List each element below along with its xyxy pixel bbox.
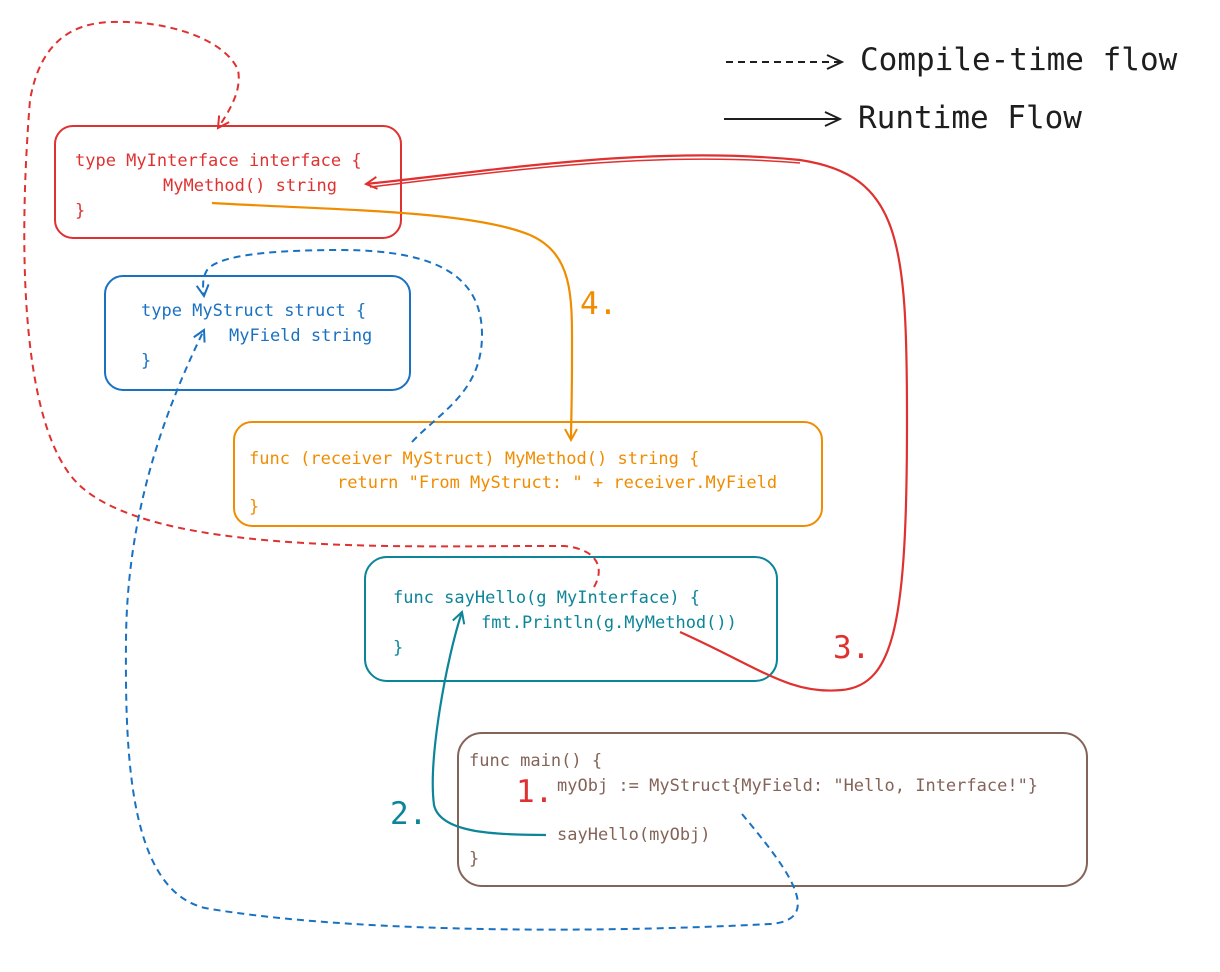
main-line-2: myObj := MyStruct{MyField: "Hello, Inter… (557, 776, 1039, 796)
step-3-label: 3. (833, 630, 871, 666)
step-4-label: 4. (580, 286, 618, 322)
runtime-interface-dispatch-arrow (366, 154, 909, 692)
struct-line-3: } (141, 351, 152, 371)
main-line-1: func main() { (469, 751, 603, 771)
main-line-4: } (469, 849, 480, 869)
method-line-1: func (receiver MyStruct) MyMethod() stri… (249, 449, 700, 469)
method-line-3: } (249, 497, 260, 517)
method-line-2: return "From MyStruct: " + receiver.MyFi… (337, 473, 778, 493)
struct-line-2: MyField string (229, 326, 373, 346)
compile-time-receiver-arrow (203, 248, 484, 443)
main-box (457, 732, 1088, 887)
runtime-concrete-method-arrow (211, 201, 572, 440)
legend-runtime-label: Runtime Flow (858, 100, 1082, 136)
say-hello-line-2: fmt.Println(g.MyMethod()) (481, 613, 737, 633)
step-1-label: 1. (516, 774, 554, 810)
step-2-label: 2. (390, 796, 428, 832)
compile-time-struct-literal-arrow (124, 330, 799, 931)
say-hello-box (364, 556, 778, 682)
struct-box (104, 275, 411, 391)
runtime-interface-dispatch-stroke-2 (369, 158, 801, 188)
interface-line-1: type MyInterface interface { (75, 151, 362, 171)
interface-line-3: } (75, 201, 86, 221)
runtime-call-say-hello-arrow (431, 612, 547, 837)
legend-compile-time-label: Compile-time flow (860, 42, 1178, 78)
main-line-3: sayHello(myObj) (557, 825, 711, 845)
struct-line-1: type MyStruct struct { (141, 301, 367, 321)
say-hello-line-1: func sayHello(g MyInterface) { (393, 588, 701, 608)
say-hello-line-3: } (393, 638, 404, 658)
method-box (233, 421, 823, 527)
compile-time-interface-arrow (23, 20, 600, 588)
interface-line-2: MyMethod() string (163, 176, 337, 196)
